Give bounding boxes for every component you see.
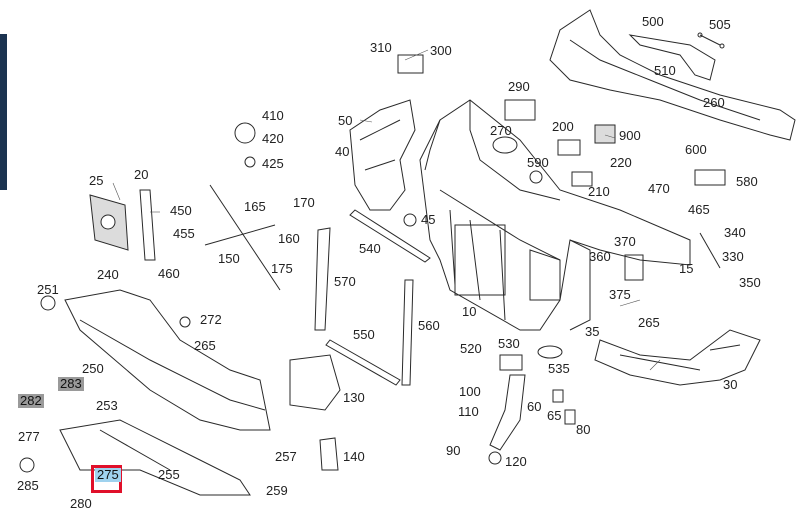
part-label-170[interactable]: 170 — [293, 195, 315, 210]
part-label-272[interactable]: 272 — [200, 312, 222, 327]
part-260-drawing — [549, 9, 796, 141]
leader-lines — [112, 49, 661, 371]
part-150-drawing — [204, 184, 281, 291]
part-label-35[interactable]: 35 — [585, 324, 600, 339]
part-label-465[interactable]: 465 — [688, 202, 710, 217]
part-250-drawing — [64, 289, 271, 431]
part-label-450[interactable]: 450 — [170, 203, 192, 218]
part-label-220[interactable]: 220 — [610, 155, 632, 170]
part-label-283[interactable]: 283 — [58, 376, 84, 391]
part-label-280[interactable]: 280 — [70, 496, 92, 511]
part-label-140[interactable]: 140 — [343, 449, 365, 464]
part-label-200[interactable]: 200 — [552, 119, 574, 134]
part-label-80[interactable]: 80 — [576, 422, 591, 437]
part-label-150[interactable]: 150 — [218, 251, 240, 266]
part-label-255[interactable]: 255 — [158, 467, 180, 482]
part-seal-strips-drawing — [314, 209, 431, 386]
part-label-470[interactable]: 470 — [648, 181, 670, 196]
part-label-560[interactable]: 560 — [418, 318, 440, 333]
part-label-265-right[interactable]: 265 — [638, 315, 660, 330]
part-label-175[interactable]: 175 — [271, 261, 293, 276]
part-label-282[interactable]: 282 — [18, 393, 44, 408]
part-label-510[interactable]: 510 — [654, 63, 676, 78]
part-label-259[interactable]: 259 — [266, 483, 288, 498]
part-label-277[interactable]: 277 — [18, 429, 40, 444]
part-60-drawing — [489, 374, 526, 451]
part-label-160[interactable]: 160 — [278, 231, 300, 246]
part-label-285[interactable]: 285 — [17, 478, 39, 493]
part-label-410[interactable]: 410 — [262, 108, 284, 123]
part-label-260[interactable]: 260 — [703, 95, 725, 110]
part-label-25[interactable]: 25 — [89, 173, 104, 188]
part-label-60[interactable]: 60 — [527, 399, 542, 414]
part-25-drawing — [89, 194, 129, 251]
part-130-drawing — [289, 354, 341, 411]
part-140-drawing — [319, 437, 339, 471]
part-label-240[interactable]: 240 — [97, 267, 119, 282]
part-label-251[interactable]: 251 — [37, 282, 59, 297]
part-label-530[interactable]: 530 — [498, 336, 520, 351]
part-label-165[interactable]: 165 — [244, 199, 266, 214]
part-label-900[interactable]: 900 — [619, 128, 641, 143]
part-label-425[interactable]: 425 — [262, 156, 284, 171]
part-label-275[interactable]: 275 — [95, 467, 121, 482]
part-label-375[interactable]: 375 — [609, 287, 631, 302]
part-label-65[interactable]: 65 — [547, 408, 562, 423]
part-label-330[interactable]: 330 — [722, 249, 744, 264]
part-small-parts-drawing — [19, 54, 726, 473]
part-500-drawing — [628, 32, 725, 81]
part-label-500[interactable]: 500 — [642, 14, 664, 29]
part-label-520[interactable]: 520 — [460, 341, 482, 356]
part-label-310[interactable]: 310 — [370, 40, 392, 55]
part-label-535[interactable]: 535 — [548, 361, 570, 376]
part-label-505[interactable]: 505 — [709, 17, 731, 32]
part-label-120[interactable]: 120 — [505, 454, 527, 469]
part-label-420[interactable]: 420 — [262, 131, 284, 146]
part-label-110[interactable]: 110 — [458, 404, 479, 419]
part-label-570[interactable]: 570 — [334, 274, 356, 289]
part-label-90[interactable]: 90 — [446, 443, 461, 458]
part-label-340[interactable]: 340 — [724, 225, 746, 240]
part-label-460[interactable]: 460 — [158, 266, 180, 281]
part-label-15[interactable]: 15 — [679, 261, 694, 276]
part-label-540[interactable]: 540 — [359, 241, 381, 256]
part-label-600[interactable]: 600 — [685, 142, 707, 157]
part-label-250[interactable]: 250 — [82, 361, 104, 376]
window-side-strip — [0, 34, 7, 190]
part-label-20[interactable]: 20 — [134, 167, 149, 182]
part-label-45[interactable]: 45 — [421, 212, 436, 227]
part-label-253[interactable]: 253 — [96, 398, 118, 413]
part-label-360[interactable]: 360 — [589, 249, 611, 264]
part-label-100[interactable]: 100 — [459, 384, 481, 399]
part-label-455[interactable]: 455 — [173, 226, 195, 241]
part-label-10[interactable]: 10 — [462, 304, 477, 319]
part-label-50[interactable]: 50 — [338, 113, 353, 128]
part-label-30[interactable]: 30 — [723, 377, 738, 392]
part-label-270[interactable]: 270 — [490, 123, 512, 138]
part-label-257[interactable]: 257 — [275, 449, 297, 464]
part-label-350[interactable]: 350 — [739, 275, 761, 290]
part-label-210[interactable]: 210 — [588, 184, 610, 199]
part-front-carrier-drawing — [419, 99, 691, 331]
part-label-130[interactable]: 130 — [343, 390, 365, 405]
part-label-290[interactable]: 290 — [508, 79, 530, 94]
part-label-300[interactable]: 300 — [430, 43, 452, 58]
part-40-drawing — [349, 99, 416, 211]
part-label-265-left[interactable]: 265 — [194, 338, 216, 353]
part-30-drawing — [594, 329, 761, 386]
part-label-40[interactable]: 40 — [335, 144, 350, 159]
part-20-drawing — [139, 189, 156, 261]
part-label-550[interactable]: 550 — [353, 327, 375, 342]
part-255-drawing — [59, 419, 251, 496]
part-label-580[interactable]: 580 — [736, 174, 758, 189]
part-label-590[interactable]: 590 — [527, 155, 549, 170]
part-label-370[interactable]: 370 — [614, 234, 636, 249]
